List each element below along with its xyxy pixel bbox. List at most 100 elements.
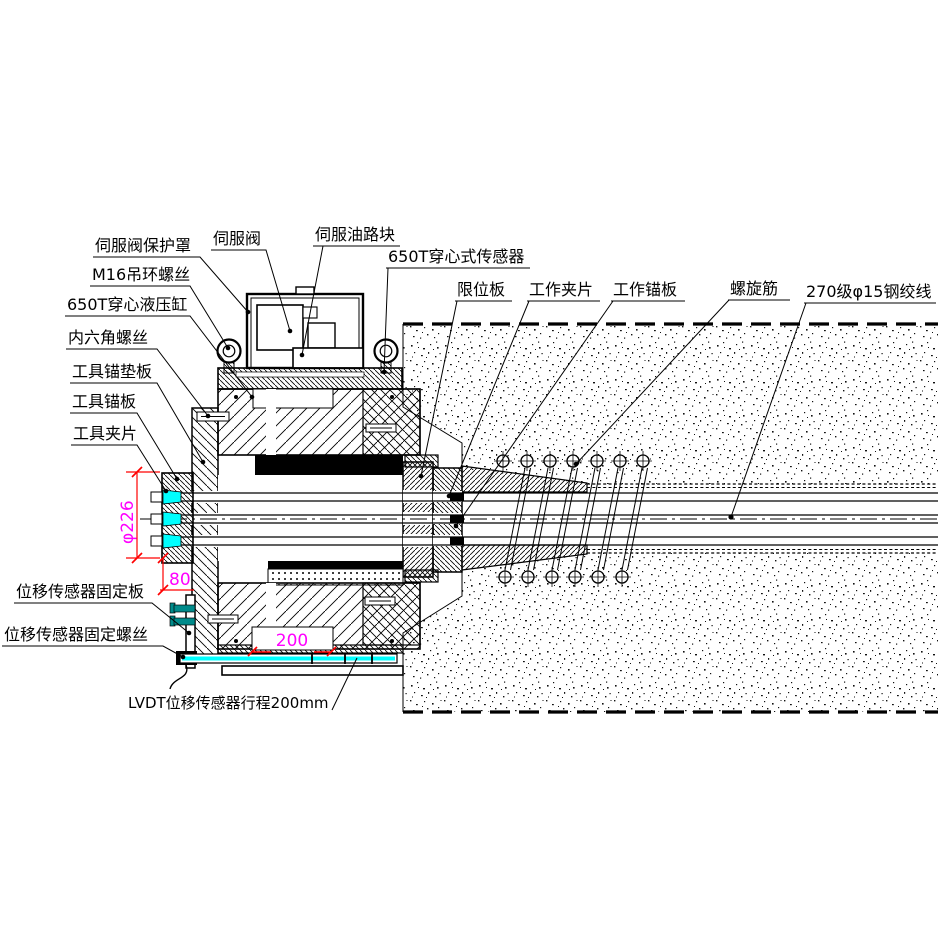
label-m16-eye-screw: M16吊环螺丝 [92,265,190,284]
cylinder-top-flange [217,367,403,390]
callout-load-cell-650t: 650T穿心式传感器 [381,247,530,375]
leader-dot [180,654,186,660]
callout-steel-strand: 270级φ15钢绞线 [728,282,936,520]
servo-oil-block-body [292,347,364,369]
leader-spiral-rib [575,299,790,465]
label-cylinder-650t: 650T穿心液压缸 [67,295,187,314]
callout-cylinder-650t: 650T穿心液压缸 [65,295,255,400]
label-work-clamp-piece: 工作夹片 [529,280,593,299]
leader-tool-anchor-plate [70,412,178,480]
callout-servo-valve-cover: 伺服阀保护罩 [93,236,251,315]
concrete-lower [403,553,938,712]
hex-socket-screw-top [196,411,230,422]
bolt-dot-2 [390,395,394,399]
leader-servo-valve-cover [93,256,249,313]
leader-tool-clamp-piece [71,444,167,492]
leader-tool-anchor-backing-plate [70,382,204,463]
label-servo-valve: 伺服阀 [213,229,261,248]
bolt-dot-3 [234,639,238,643]
bolt-dot-4 [390,639,394,643]
upper-rod-gap [266,389,276,455]
label-lvdt-stroke: LVDT位移传感器行程200mm [128,694,329,712]
flange-oil-gallery [235,371,365,378]
lifting-eye-right [373,338,399,374]
spiral-rib-bottom-sections [496,567,631,587]
label-steel-strand: 270级φ15钢绞线 [806,282,931,301]
tool-clamp-wedges [162,489,182,549]
dimension-80: 80 [157,552,194,596]
leader-cylinder-650t [65,315,253,398]
servo-valve-body [256,304,304,351]
leader-dot [453,523,459,529]
bolt-dot-1 [234,395,238,399]
callout-lvdt-stroke: LVDT位移传感器行程200mm [128,657,358,712]
label-spiral-rib: 螺旋筋 [730,279,778,298]
label-sensor-fixing-plate: 位移传感器固定板 [16,582,144,601]
base-plate [221,665,404,676]
work-anchor-gap-3 [433,535,462,546]
work-anchor-gap-2 [433,513,462,524]
callout-sensor-fixing-plate: 位移传感器固定板 [14,582,192,636]
callout-limit-plate: 限位板 [418,280,512,479]
dimension-text-80: 80 [169,570,191,590]
spiral-rib-reinforcement [494,451,652,587]
leader-dot [381,369,387,375]
steel-strands [162,492,938,546]
rear-plate-strand-gap-3 [191,535,219,547]
lvdt-cable [169,664,188,690]
dimension-text-phi226: φ226 [118,500,138,544]
callout-m16-eye-screw: M16吊环螺丝 [90,265,231,351]
leader-dot [163,488,169,494]
leader-servo-valve [211,249,291,332]
callout-work-anchor-plate: 工作锚板 [453,280,685,529]
hex-socket-screw-bottom-left [207,614,239,624]
leader-sensor-fixing-plate [14,602,190,634]
leader-dot [205,413,211,419]
callout-servo-oil-block: 伺服油路块 [299,225,400,358]
leader-servo-oil-block [301,245,400,356]
concrete-block [402,322,938,714]
callout-sensor-fixing-screw: 位移传感器固定螺丝 [2,625,186,660]
label-load-cell-650t: 650T穿心式传感器 [388,247,524,266]
leader-dot [446,493,452,499]
cylinder-bore [218,475,403,561]
concrete-upper [403,324,938,484]
leader-load-cell-650t [383,267,530,373]
hex-socket-screw-bottom-right [364,596,396,606]
dimension-text-200: 200 [276,631,308,651]
stroke-window [251,626,334,651]
leader-limit-plate [420,300,512,477]
leader-dot [287,328,293,334]
callout-tool-anchor-plate: 工具锚板 [70,392,180,482]
leader-dot [200,459,206,465]
label-work-anchor-plate: 工作锚板 [613,280,677,299]
leader-m16-eye-screw [90,285,229,349]
label-tool-anchor-backing-plate: 工具锚垫板 [72,362,152,381]
leader-dot [299,352,305,358]
leader-dot [225,345,231,351]
leader-work-clamp-piece [448,300,600,497]
leader-dot [728,514,734,520]
work-anchor-strand-grips [450,492,464,546]
label-hex-socket-screw: 内六角螺丝 [68,328,148,347]
leader-sensor-fixing-screw [2,645,184,658]
spiral-rib-top-sections [494,451,652,471]
upper-body-recess [252,388,334,409]
piston-seal-band-top [255,455,403,475]
leader-dot [249,394,255,400]
callout-servo-valve: 伺服阀 [211,229,293,334]
piston-seal-band-bottom [268,561,403,569]
callout-work-clamp-piece: 工作夹片 [446,280,600,499]
callout-spiral-rib: 螺旋筋 [573,279,790,467]
dimension-phi226: φ226 [118,466,160,564]
leader-dot [573,461,579,467]
strand-end-caps [150,491,163,547]
concrete-recess-edge-top [402,324,463,468]
sensor-fixing-screws [169,602,196,627]
lvdt-rod-ticks [311,653,373,664]
label-servo-valve-cover: 伺服阀保护罩 [95,236,191,255]
callout-tool-clamp-piece: 工具夹片 [71,424,169,494]
label-tool-anchor-plate: 工具锚板 [72,392,136,411]
leader-hex-socket-screw [66,348,209,417]
